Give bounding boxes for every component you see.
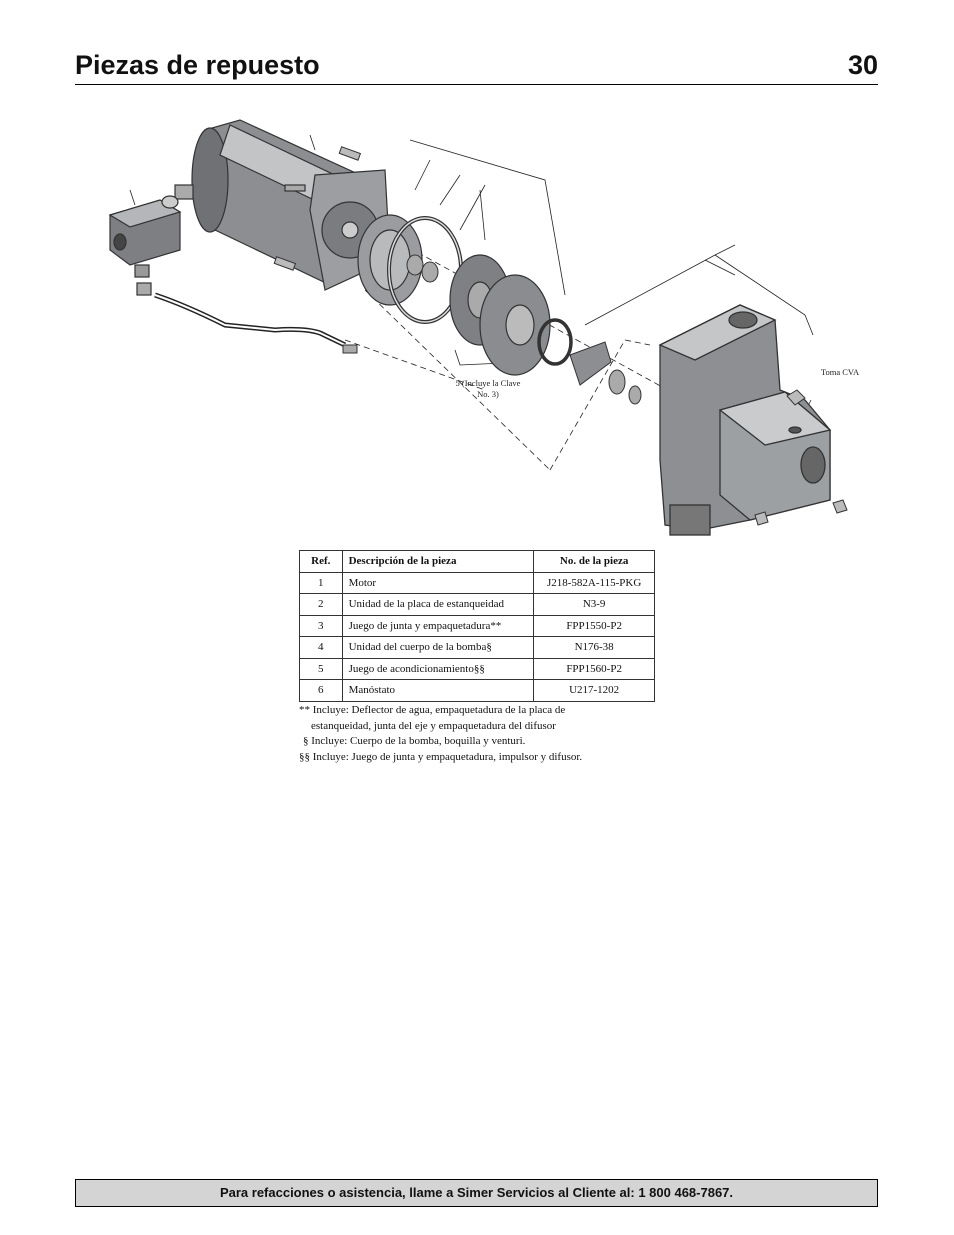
diffuser xyxy=(479,274,551,376)
note-3: §§ Incluye: Juego de junta y empaquetadu… xyxy=(299,750,583,763)
table-row: 6 Manóstato U217-1202 xyxy=(299,679,655,702)
cell-num: J218-582A-115-PKG xyxy=(533,571,655,594)
cell-desc: Juego de junta y empaquetadura** xyxy=(341,614,535,637)
cell-num: N176-38 xyxy=(533,636,655,659)
pump-body xyxy=(658,304,832,536)
cell-ref: 1 xyxy=(299,571,343,594)
callout-cva: Toma CVA xyxy=(821,367,860,377)
callout-impeller-line2: No. 3) xyxy=(477,389,499,399)
note-1-cont: estanqueidad, junta del eje y empaquetad… xyxy=(311,719,556,732)
cell-desc: Motor xyxy=(341,571,535,594)
exploded-pump-diagram: 5 (Incluye la Clave No. 3) Toma CVA xyxy=(108,119,860,536)
note-1: ** Incluye: Deflector de agua, empaqueta… xyxy=(299,704,566,716)
cell-num: FPP1560-P2 xyxy=(533,657,655,680)
header-ref: Ref. xyxy=(299,550,343,573)
note-2: § Incluye: Cuerpo de la bomba, boquilla … xyxy=(303,735,526,747)
header-desc: Descripción de la pieza xyxy=(341,550,535,573)
parts-table: Ref. Descripción de la pieza No. de la p… xyxy=(299,550,655,702)
table-row: 5 Juego de acondicionamiento§§ FPP1560-P… xyxy=(299,657,655,680)
cell-ref: 3 xyxy=(299,614,343,637)
table-header-row: Ref. Descripción de la pieza No. de la p… xyxy=(299,550,655,573)
cell-ref: 2 xyxy=(299,593,343,616)
table-row: 3 Juego de junta y empaquetadura** FPP15… xyxy=(299,614,655,637)
cell-ref: 5 xyxy=(299,657,343,680)
cell-num: FPP1550-P2 xyxy=(533,614,655,637)
cell-num: U217-1202 xyxy=(533,679,655,702)
cell-ref: 4 xyxy=(299,636,343,659)
cell-ref: 6 xyxy=(299,679,343,702)
cell-desc: Unidad del cuerpo de la bomba§ xyxy=(341,636,535,659)
cell-desc: Manóstato xyxy=(341,679,535,702)
cell-num: N3-9 xyxy=(533,593,655,616)
table-row: 1 Motor J218-582A-115-PKG xyxy=(299,571,655,594)
pressure-switch xyxy=(108,199,182,296)
table-notes: ** Incluye: Deflector de agua, empaqueta… xyxy=(299,703,659,765)
table-row: 4 Unidad del cuerpo de la bomba§ N176-38 xyxy=(299,636,655,659)
header-num: No. de la pieza xyxy=(533,550,655,573)
table-row: 2 Unidad de la placa de estanqueidad N3-… xyxy=(299,593,655,616)
footer-contact-bar: Para refacciones o asistencia, llame a S… xyxy=(75,1179,878,1207)
page-header: Piezas de repuesto 30 xyxy=(75,48,878,85)
page-title: Piezas de repuesto xyxy=(75,50,320,80)
cell-desc: Juego de acondicionamiento§§ xyxy=(341,657,535,680)
cell-desc: Unidad de la placa de estanqueidad xyxy=(341,593,535,616)
callout-impeller-line1: 5 (Incluye la Clave xyxy=(456,378,521,388)
page-number: 30 xyxy=(847,50,878,80)
